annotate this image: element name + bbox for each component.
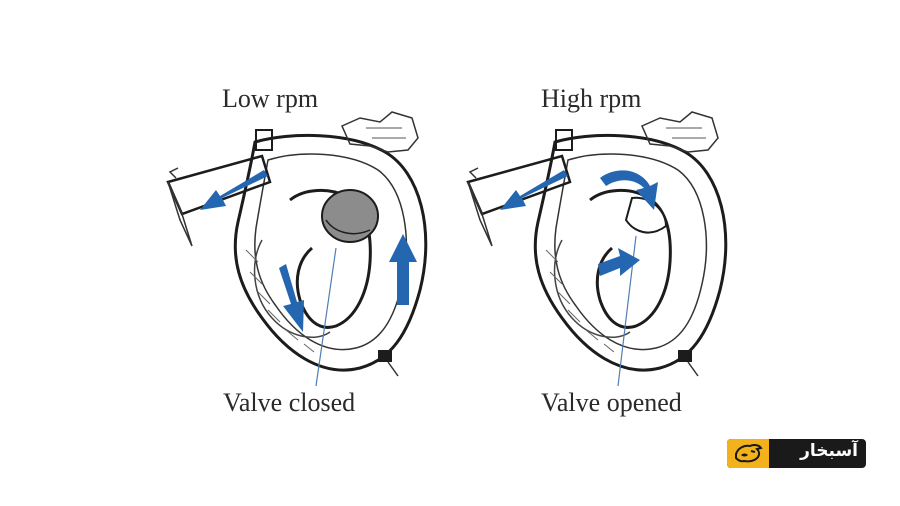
high-rpm-panel [466, 110, 728, 387]
valve-closed-leader [315, 247, 337, 387]
valve-opened-label: Valve opened [541, 388, 682, 417]
valve-closed-label: Valve closed [223, 388, 356, 417]
low-rpm-title: Low rpm [222, 84, 319, 113]
valve-opened-disc [624, 196, 668, 234]
asbokhar-logo: آسبخار [727, 439, 866, 468]
high-rpm-title: High rpm [541, 84, 642, 113]
low-rpm-panel [166, 110, 428, 387]
logo-wordmark: آسبخار [800, 441, 858, 461]
flow-arrows-high [500, 170, 658, 276]
horse-logo-icon [727, 439, 769, 468]
flow-arrows-low [200, 170, 417, 332]
